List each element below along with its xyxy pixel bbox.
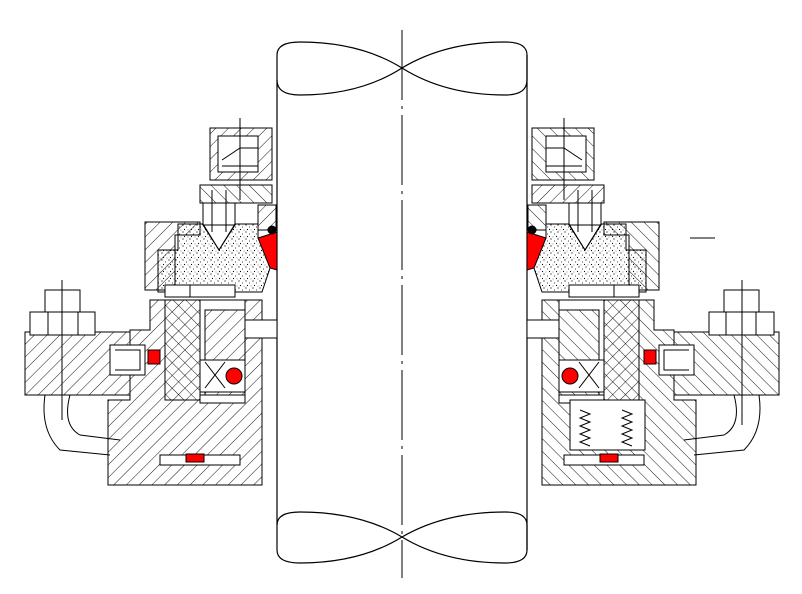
left-seal-assembly xyxy=(24,117,278,486)
springs xyxy=(569,399,646,451)
right-seal-assembly xyxy=(526,117,780,486)
shaft xyxy=(276,41,528,564)
